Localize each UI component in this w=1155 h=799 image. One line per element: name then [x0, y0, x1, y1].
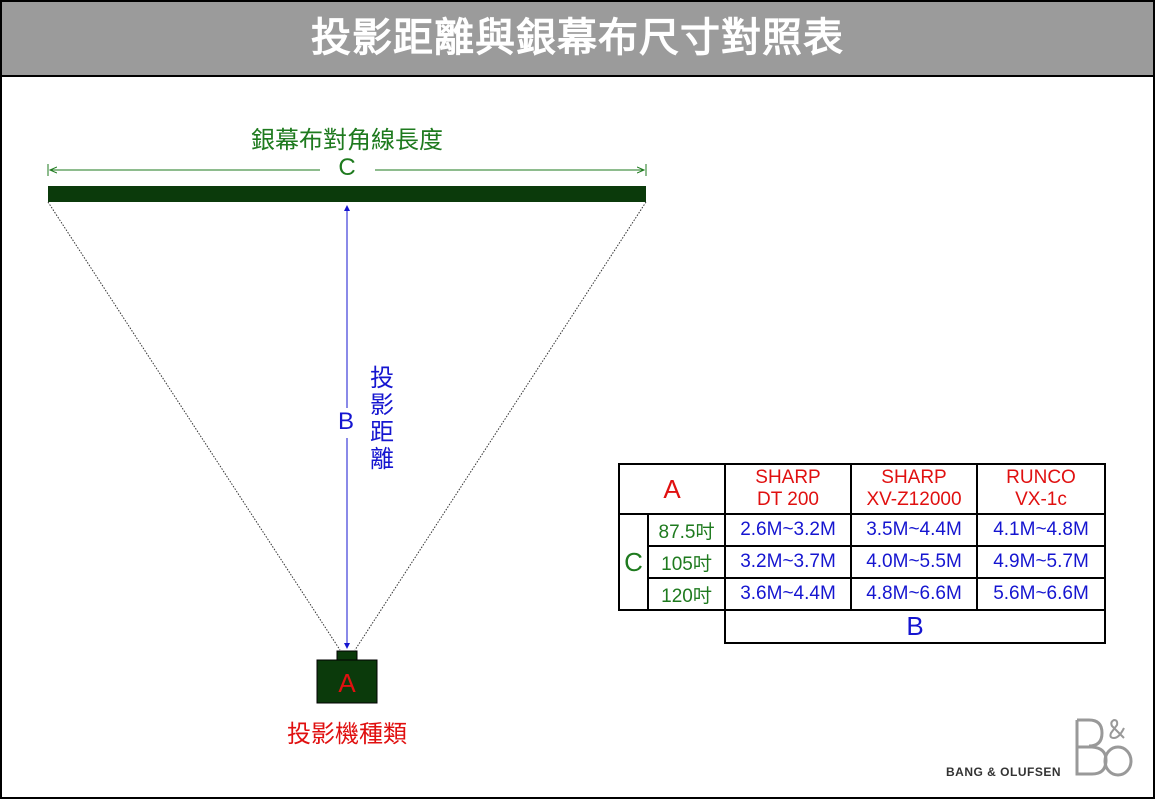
- logo-text: BANG & OLUFSEN: [946, 765, 1061, 779]
- table-footer-row: B: [619, 609, 1106, 644]
- value-cell: 3.5M~4.4M: [850, 513, 978, 547]
- size-cell: 105吋: [647, 545, 726, 579]
- brand: RUNCO: [1006, 467, 1076, 488]
- brand: SHARP: [755, 467, 821, 488]
- logo-mark-icon: [1075, 718, 1133, 777]
- value-cell: 2.6M~3.2M: [724, 513, 852, 547]
- size-cell: 87.5吋: [647, 513, 726, 547]
- projection-ray-left: [47, 201, 341, 651]
- corner-cell: A: [618, 463, 726, 515]
- projector-body: [316, 659, 378, 704]
- screen-width-dimension: [47, 164, 647, 176]
- model: VX-1c: [1015, 489, 1067, 510]
- b-marker: B: [337, 408, 354, 435]
- brand: SHARP: [881, 467, 947, 488]
- distance-label: 投 影 距 離: [368, 365, 396, 473]
- screen-diagonal-label: 銀幕布對角線長度: [251, 127, 443, 154]
- row-group-cell: C: [618, 513, 649, 611]
- value-cell: 5.6M~6.6M: [976, 577, 1106, 611]
- size-cell: 120吋: [647, 577, 726, 611]
- distance-char: 距: [370, 419, 394, 446]
- screen-bar: [48, 186, 646, 202]
- value-cell: 4.9M~5.7M: [976, 545, 1106, 579]
- projection-ray-right: [354, 201, 647, 651]
- value-cell: 4.8M~6.6M: [850, 577, 978, 611]
- value-cell: 3.6M~4.4M: [724, 577, 852, 611]
- empty-cell: [619, 610, 725, 643]
- model: DT 200: [757, 489, 819, 510]
- distance-char: 離: [370, 446, 394, 473]
- value-cell: 3.2M~3.7M: [724, 545, 852, 579]
- projector-marker: A: [338, 668, 356, 698]
- value-cell: 4.0M~5.5M: [850, 545, 978, 579]
- distance-char: 投: [370, 365, 394, 392]
- projector-type-label: 投影機種類: [287, 721, 407, 748]
- distance-char: 影: [370, 392, 394, 419]
- projector-lens: [336, 650, 358, 661]
- model: XV-Z12000: [866, 489, 962, 510]
- c-marker: C: [338, 154, 356, 181]
- footer-cell: B: [724, 609, 1106, 644]
- bang-olufsen-logo: BANG & OLUFSEN: [946, 716, 1136, 786]
- table-row: 105吋 3.2M~3.7M 4.0M~5.5M 4.9M~5.7M: [619, 545, 1106, 579]
- table-row: C 87.5吋 2.6M~3.2M 3.5M~4.4M 4.1M~4.8M: [618, 513, 1106, 611]
- page-title: 投影距離與銀幕布尺寸對照表: [2, 2, 1153, 77]
- value-cell: 4.1M~4.8M: [976, 513, 1106, 547]
- table-row: 120吋 3.6M~4.4M 4.8M~6.6M 5.6M~6.6M: [619, 577, 1106, 611]
